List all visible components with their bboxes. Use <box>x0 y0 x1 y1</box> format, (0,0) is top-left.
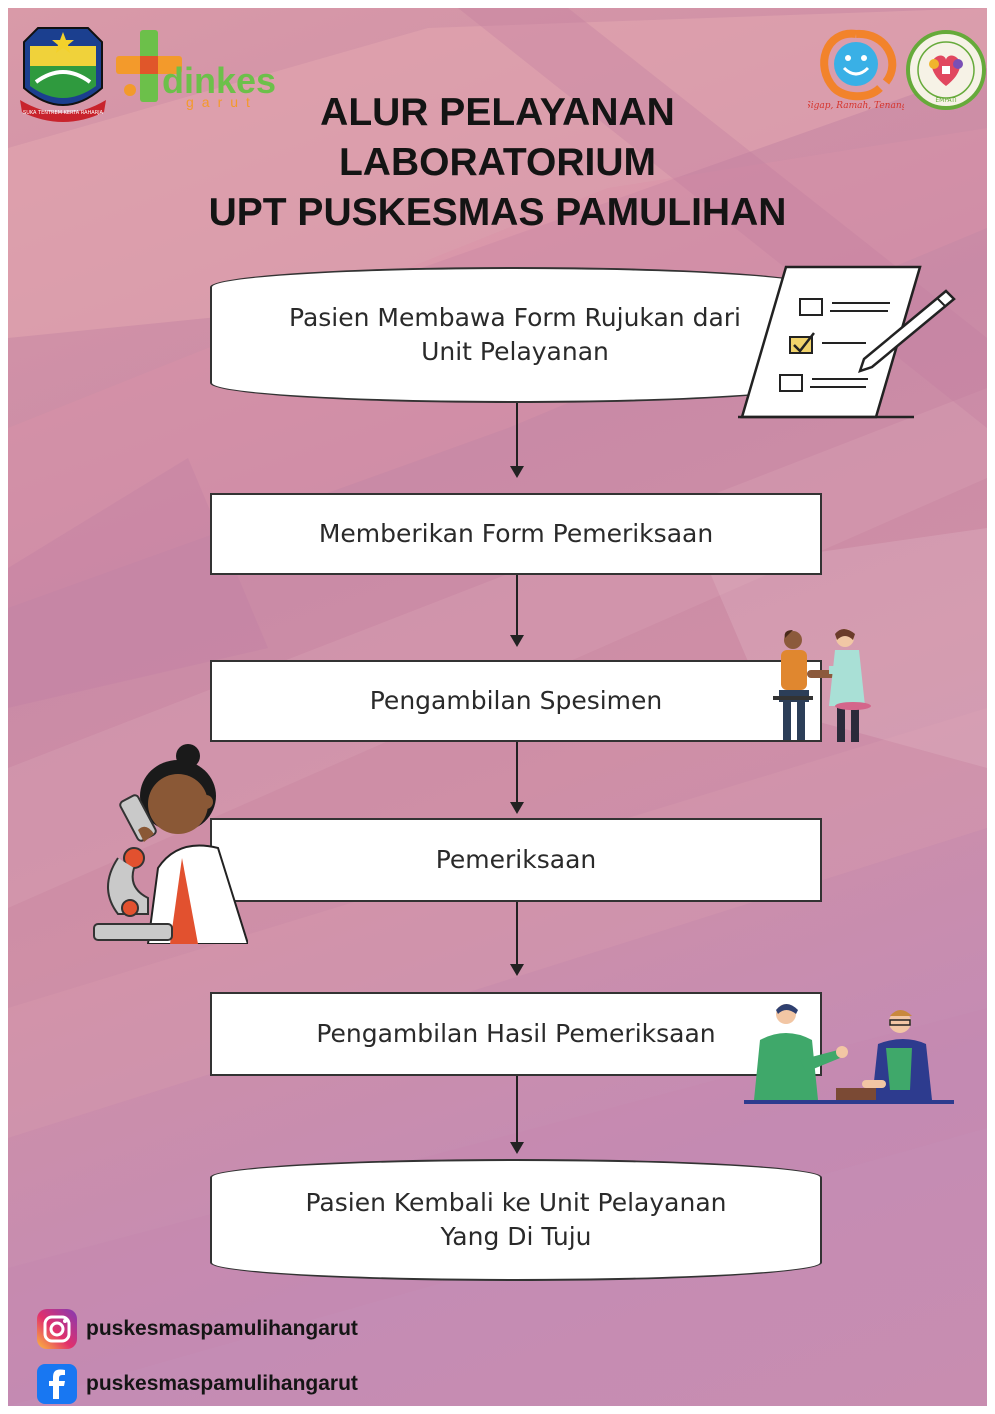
title-line-3: UPT PUSKESMAS PAMULIHAN <box>208 191 787 234</box>
step-6-line-2: Yang Di Tuju <box>440 1222 592 1251</box>
step-3-box: Pengambilan Spesimen <box>210 660 822 742</box>
flow-arrow-5 <box>510 1076 524 1154</box>
step-5-box: Pengambilan Hasil Pemeriksaan <box>210 992 822 1076</box>
flow-arrow-4 <box>510 902 524 976</box>
step-6-line-1: Pasien Kembali ke Unit Pelayanan <box>305 1188 727 1217</box>
step-3-label: Pengambilan Spesimen <box>369 686 663 715</box>
step-1-line-1: Pasien Membawa Form Rujukan dari <box>289 303 741 332</box>
garut-regency-logo: SUKA TENTREM KERTA RAHARJA <box>20 27 106 122</box>
title-line-2: LABORATORIUM <box>338 141 657 184</box>
step-1-line-2: Unit Pelayanan <box>421 337 609 366</box>
checklist-form-icon <box>738 265 956 419</box>
dinkes-subtitle: garut <box>186 94 258 110</box>
puskesmas-empati-seal: EMPATI <box>906 30 986 110</box>
title-line-1: ALUR PELAYANAN <box>320 91 675 134</box>
result-consultation-illustration <box>744 1004 954 1104</box>
smile-hands-logo: Sigap, Ramah, Tenang <box>808 29 904 111</box>
smile-tagline: Sigap, Ramah, Tenang <box>808 101 904 111</box>
facebook-row[interactable]: puskesmaspamulihangarut <box>36 1363 358 1405</box>
instagram-row[interactable]: puskesmaspamulihangarut <box>36 1308 358 1350</box>
specimen-collection-illustration <box>773 629 871 742</box>
flow-start-terminal: Pasien Membawa Form Rujukan dari Unit Pe… <box>210 267 820 403</box>
step-5-label: Pengambilan Hasil Pemeriksaan <box>316 1019 716 1048</box>
dinkes-cross-icon <box>116 30 182 102</box>
dinkes-wordmark: dinkes <box>162 60 277 101</box>
lab-scientist-microscope-illustration <box>93 744 248 944</box>
instagram-handle[interactable]: puskesmaspamulihangarut <box>86 1317 358 1340</box>
step-2-box: Memberikan Form Pemeriksaan <box>210 493 822 575</box>
empati-label: EMPATI <box>935 97 957 104</box>
flow-arrow-2 <box>510 575 524 647</box>
step-4-label: Pemeriksaan <box>435 845 597 874</box>
step-4-box: Pemeriksaan <box>210 818 822 902</box>
flow-end-terminal: Pasien Kembali ke Unit Pelayanan Yang Di… <box>210 1159 822 1281</box>
instagram-icon <box>37 1309 77 1349</box>
flow-arrow-1 <box>510 403 524 478</box>
regency-motto: SUKA TENTREM KERTA RAHARJA <box>23 110 104 116</box>
facebook-handle[interactable]: puskesmaspamulihangarut <box>86 1372 358 1395</box>
step-2-label: Memberikan Form Pemeriksaan <box>318 519 714 548</box>
facebook-icon <box>37 1364 77 1404</box>
poster: SUKA TENTREM KERTA RAHARJA dinkes garut … <box>8 8 987 1406</box>
dinkes-garut-logo: dinkes garut <box>116 24 286 114</box>
flow-arrow-3 <box>510 742 524 814</box>
